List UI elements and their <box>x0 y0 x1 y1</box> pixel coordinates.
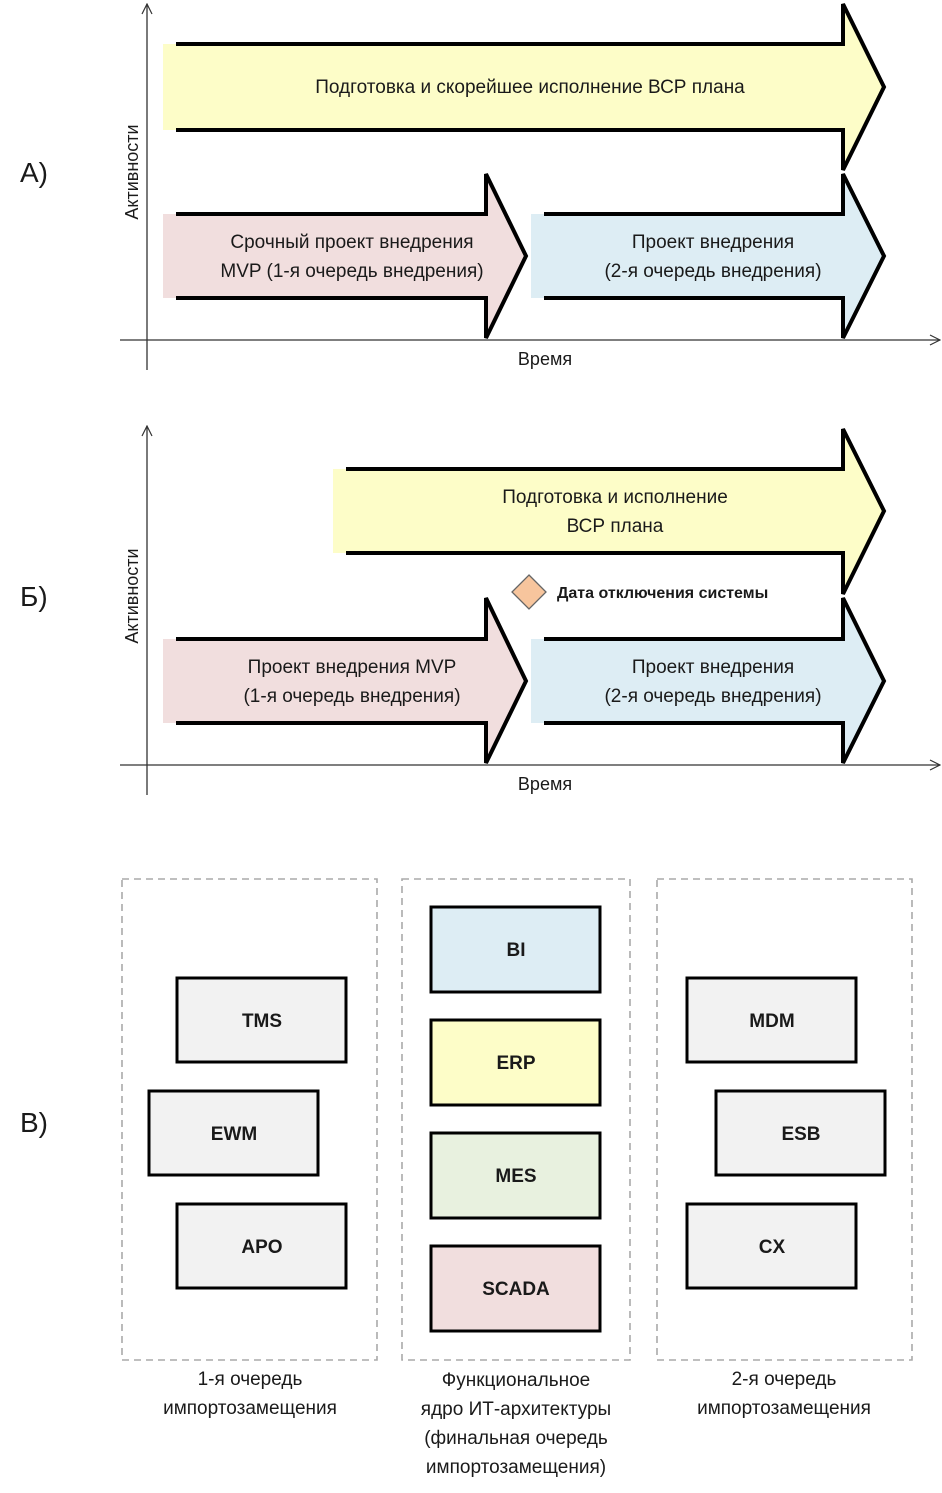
group-core-caption-2: ядро ИТ-архитектуры <box>421 1399 611 1420</box>
arrow-a-right: Проект внедрения (2-я очередь внедрения) <box>531 173 887 339</box>
arrow-b-right-head-fill <box>843 598 884 763</box>
box-mdm-label: MDM <box>749 1011 794 1032</box>
arrow-a-right-label-1: Проект внедрения <box>632 232 794 253</box>
arrow-b-left-label-2: (1-я очередь внедрения) <box>243 686 460 707</box>
arrow-b-left-head-fill <box>486 598 526 763</box>
arrow-b-top-label-1: Подготовка и исполнение <box>502 487 728 508</box>
arrow-a-top-outline <box>176 3 887 171</box>
y-axis-b-label: Активности <box>122 548 142 643</box>
group-second-wave-frame <box>656 878 913 1361</box>
group-first-wave-caption-2: импортозамещения <box>163 1398 337 1419</box>
arrow-b-right-label-2: (2-я очередь внедрения) <box>604 686 821 707</box>
section-a-label: А) <box>20 157 48 188</box>
arrow-b-top-outline <box>346 428 887 595</box>
arrow-b-left-outline <box>176 597 529 764</box>
x-axis-a-label: Время <box>518 349 572 369</box>
arrow-a-left-label-1: Срочный проект внедрения <box>230 232 473 253</box>
section-a: А) Активности Время Подготовка и скорейш… <box>20 4 940 370</box>
arrow-b-right-label-1: Проект внедрения <box>632 657 794 678</box>
group-second-wave-caption-2: импортозамещения <box>697 1398 871 1419</box>
box-erp-label: ERP <box>496 1053 535 1074</box>
box-mes <box>429 1131 602 1220</box>
box-mes-label: MES <box>495 1166 536 1187</box>
milestone: Дата отключения системы <box>511 574 768 610</box>
arrow-b-left-label-1: Проект внедрения MVP <box>248 657 457 678</box>
group-core: BI ERP MES SCADA Функциональное ядро ИТ-… <box>401 878 631 1478</box>
box-ewm-label: EWM <box>211 1124 257 1145</box>
section-c: В) TMS EWM APO 1-я очередь импортозамеще… <box>20 878 913 1478</box>
box-bi-label: BI <box>507 940 526 961</box>
arrow-a-left-label-2: MVP (1-я очередь внедрения) <box>220 261 483 282</box>
milestone-diamond-icon <box>511 574 547 610</box>
y-axis-a-label: Активности <box>122 124 142 219</box>
group-core-caption-4: импортозамещения) <box>426 1457 606 1478</box>
box-cx <box>685 1202 858 1290</box>
milestone-label: Дата отключения системы <box>557 585 768 602</box>
group-first-wave-caption-1: 1-я очередь <box>198 1369 303 1390</box>
arrow-b-right-fill <box>531 639 843 723</box>
arrow-b-top-fill <box>333 469 843 553</box>
group-first-wave: TMS EWM APO 1-я очередь импортозамещения <box>121 878 378 1419</box>
arrow-a-top: Подготовка и скорейшее исполнение ВСР пл… <box>163 3 887 171</box>
box-scada <box>429 1244 602 1333</box>
box-apo-label: APO <box>241 1237 282 1258</box>
arrow-b-top-head-fill <box>843 429 884 594</box>
arrow-a-left-outline <box>176 173 529 339</box>
arrow-b-right-outline <box>544 597 887 764</box>
box-tms-label: TMS <box>242 1011 282 1032</box>
box-apo <box>175 1202 348 1290</box>
arrow-b-left-fill <box>163 639 486 723</box>
box-scada-label: SCADA <box>482 1279 550 1300</box>
section-c-label: В) <box>20 1107 48 1138</box>
arrow-a-left-fill <box>163 214 486 298</box>
group-second-wave: MDM ESB CX 2-я очередь импортозамещения <box>656 878 913 1419</box>
arrow-a-left: Срочный проект внедрения MVP (1-я очеред… <box>163 173 529 339</box>
arrow-a-right-outline <box>544 173 887 339</box>
box-tms <box>175 976 348 1064</box>
group-core-caption-3: (финальная очередь <box>424 1428 608 1449</box>
arrow-a-left-head-fill <box>486 174 526 338</box>
group-core-caption-1: Функциональное <box>442 1370 590 1391</box>
arrow-a-top-fill <box>163 44 843 130</box>
group-core-frame <box>401 878 631 1361</box>
group-first-wave-frame <box>121 878 378 1361</box>
box-ewm <box>147 1089 320 1177</box>
arrow-a-right-label-2: (2-я очередь внедрения) <box>604 261 821 282</box>
x-axis-b-label: Время <box>518 774 572 794</box>
arrow-a-right-head-fill <box>843 174 884 338</box>
box-mdm <box>685 976 858 1064</box>
box-bi <box>429 905 602 994</box>
arrow-b-left: Проект внедрения MVP (1-я очередь внедре… <box>163 597 529 764</box>
arrow-b-right: Проект внедрения (2-я очередь внедрения) <box>531 597 887 764</box>
section-b-label: Б) <box>20 581 48 612</box>
box-esb-label: ESB <box>781 1124 820 1145</box>
box-erp <box>429 1018 602 1107</box>
group-second-wave-caption-1: 2-я очередь <box>732 1369 837 1390</box>
section-b: Б) Активности Время Подготовка и исполне… <box>20 426 940 795</box>
arrow-a-right-fill <box>531 214 843 298</box>
arrow-b-top: Подготовка и исполнение ВСР плана <box>333 428 887 595</box>
box-esb <box>714 1089 887 1177</box>
box-cx-label: CX <box>759 1237 786 1258</box>
arrow-b-top-label-2: ВСР плана <box>567 516 664 537</box>
arrow-a-top-head-fill <box>843 4 884 170</box>
arrow-a-top-label: Подготовка и скорейшее исполнение ВСР пл… <box>315 77 745 98</box>
